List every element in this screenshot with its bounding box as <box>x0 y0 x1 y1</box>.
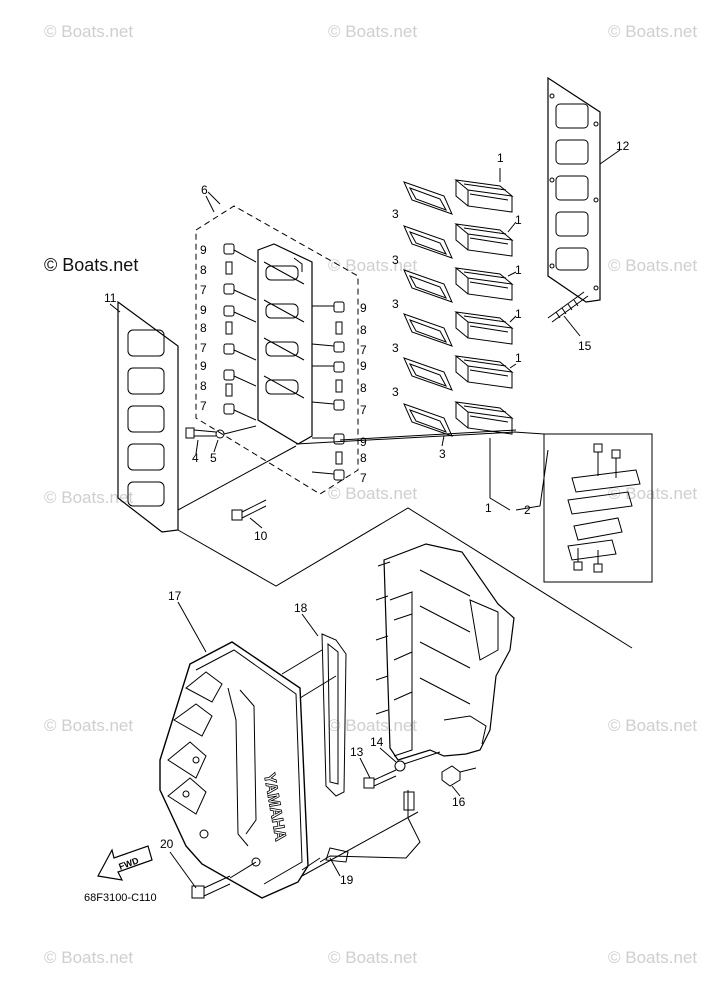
callout-15: 15 <box>578 339 592 353</box>
reed-valve-1 <box>454 311 514 345</box>
watermark-prominent: © Boats.net <box>44 255 139 275</box>
fwd-arrow <box>97 845 153 881</box>
watermark: © Boats.net <box>44 948 134 967</box>
callout-7: 7 <box>360 471 367 485</box>
fittings-right <box>311 301 345 481</box>
watermark: © Boats.net <box>608 716 698 735</box>
engine-block <box>375 543 515 761</box>
watermark: © Boats.net <box>328 948 418 967</box>
part-code: 68F3100-C110 <box>84 892 157 904</box>
callout-3: 3 <box>392 253 399 267</box>
callout-3: 3 <box>392 341 399 355</box>
callout-numbers: 1 1 1 1 1 1 2 3 3 3 3 3 3 4 5 6 7 7 7 7 … <box>104 139 630 887</box>
bolt-10 <box>231 499 267 521</box>
callout-6: 6 <box>201 183 208 197</box>
callout-8: 8 <box>200 321 207 335</box>
reed-valve-detail <box>513 431 653 583</box>
seal-18 <box>321 633 347 797</box>
watermark: © Boats.net <box>328 256 418 275</box>
callout-3: 3 <box>392 297 399 311</box>
gasket-12 <box>547 76 601 303</box>
manifold-block <box>257 243 313 445</box>
callout-3: 3 <box>392 207 399 221</box>
callout-10: 10 <box>254 529 268 543</box>
callout-9: 9 <box>360 301 367 315</box>
callout-3: 3 <box>439 447 446 461</box>
nut-16 <box>441 765 461 787</box>
gasket-11 <box>117 300 179 533</box>
callout-7: 7 <box>200 283 207 297</box>
callout-2: 2 <box>524 503 531 517</box>
reed-valve-1 <box>454 223 514 257</box>
bolt-13 <box>363 769 397 789</box>
callout-5: 5 <box>210 451 217 465</box>
reed-valve-1 <box>454 355 514 389</box>
callout-8: 8 <box>360 323 367 337</box>
callout-8: 8 <box>200 379 207 393</box>
reed-valve-1 <box>454 179 514 213</box>
hose-19 <box>319 790 421 863</box>
stud-15 <box>547 291 589 323</box>
reed-valves <box>403 179 514 437</box>
intake-silencer-17 <box>159 641 309 899</box>
reed-valve-1 <box>454 401 514 435</box>
bolt-4 <box>185 427 217 439</box>
callout-14: 14 <box>370 735 384 749</box>
yamaha-brand: YAMAHA <box>260 772 289 843</box>
callout-9: 9 <box>200 303 207 317</box>
callout-8: 8 <box>200 263 207 277</box>
watermark: © Boats.net <box>608 948 698 967</box>
callout-1: 1 <box>515 351 522 365</box>
callout-1: 1 <box>515 213 522 227</box>
callout-8: 8 <box>360 381 367 395</box>
callout-9: 9 <box>200 243 207 257</box>
callout-12: 12 <box>616 139 630 153</box>
callout-11: 11 <box>104 291 117 305</box>
callout-3: 3 <box>392 385 399 399</box>
watermark: © Boats.net <box>328 716 418 735</box>
watermark: © Boats.net <box>44 22 134 41</box>
watermark: © Boats.net <box>328 484 418 503</box>
callout-17: 17 <box>168 589 182 603</box>
callout-9: 9 <box>360 435 367 449</box>
callout-18: 18 <box>294 601 308 615</box>
reed-valve-1 <box>454 267 514 301</box>
watermark: © Boats.net <box>328 22 418 41</box>
callout-7: 7 <box>360 343 367 357</box>
callout-20: 20 <box>160 837 174 851</box>
callout-7: 7 <box>200 341 207 355</box>
callout-7: 7 <box>200 399 207 413</box>
callout-1: 1 <box>515 263 522 277</box>
watermark: © Boats.net <box>608 22 698 41</box>
watermark: © Boats.net <box>44 716 134 735</box>
callout-16: 16 <box>452 795 466 809</box>
fittings-left <box>223 243 257 421</box>
callout-19: 19 <box>340 873 354 887</box>
callout-1: 1 <box>497 151 504 165</box>
callout-9: 9 <box>200 359 207 373</box>
bolt-20 <box>191 875 231 899</box>
callout-4: 4 <box>192 451 199 465</box>
callout-13: 13 <box>350 745 364 759</box>
watermark: © Boats.net <box>44 488 134 507</box>
callout-1: 1 <box>485 501 492 515</box>
callout-7: 7 <box>360 403 367 417</box>
watermark: © Boats.net <box>608 256 698 275</box>
callout-1: 1 <box>515 307 522 321</box>
callout-8: 8 <box>360 451 367 465</box>
callout-9: 9 <box>360 359 367 373</box>
washer-14 <box>394 760 406 772</box>
